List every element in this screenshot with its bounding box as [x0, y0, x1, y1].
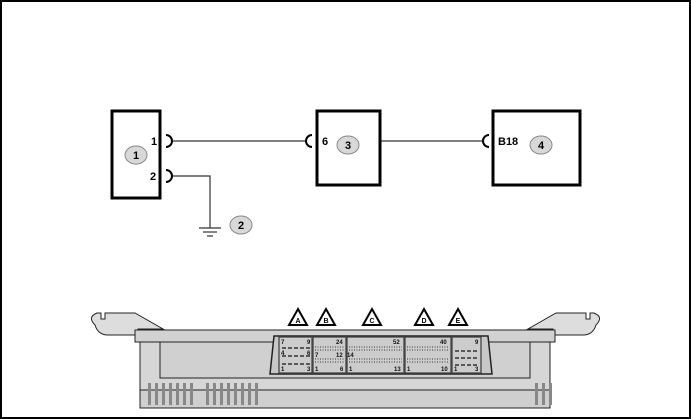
ground-icon	[199, 227, 221, 237]
pin-number: 3	[307, 367, 311, 373]
pin-number: 7	[315, 353, 319, 359]
pin-terminals	[165, 134, 490, 183]
component-3-label: 3	[345, 140, 351, 152]
pin-dots	[315, 346, 449, 363]
connector-e	[451, 336, 482, 374]
pin-number: 9	[475, 340, 479, 346]
pin-number: 7	[281, 340, 285, 346]
connector-e-label: E	[456, 318, 461, 325]
component-4-label: 4	[538, 140, 545, 152]
connector-a-label: A	[295, 318, 300, 325]
ecu-fins	[148, 383, 552, 405]
connector-d-label: D	[421, 318, 426, 325]
wire-ground	[172, 175, 211, 228]
pin-number: 1	[407, 367, 411, 373]
pin-rows	[282, 347, 479, 366]
pin-number: 24	[336, 340, 343, 346]
pin-number: 14	[347, 353, 354, 359]
pin-number: 1	[454, 367, 458, 373]
pin-number: 6	[340, 367, 344, 373]
pin-number: 1	[349, 367, 353, 373]
pin-number: 52	[393, 340, 400, 346]
callouts	[124, 135, 553, 235]
connector-a	[278, 336, 313, 374]
pin-number: 6	[307, 351, 311, 357]
connector-markers	[287, 306, 469, 326]
pin-number: 1	[281, 367, 285, 373]
pin-number: 40	[440, 340, 447, 346]
connector-b	[312, 336, 347, 374]
pin-number: 4	[281, 351, 285, 357]
pin-number: 13	[394, 367, 401, 373]
pin-6-label: 6	[322, 136, 328, 148]
pin-number: 9	[307, 340, 311, 346]
connector-c	[346, 336, 405, 374]
connector-d	[404, 336, 452, 374]
pin-2-label: 2	[150, 171, 156, 183]
pin-b18-label: B18	[498, 136, 518, 148]
connector-c-label: C	[369, 318, 374, 325]
connector-b-label: B	[323, 318, 328, 325]
pin-number: 12	[336, 353, 343, 359]
pin-number: 1	[315, 367, 319, 373]
pin-number: 10	[441, 367, 448, 373]
connector-blocks	[278, 336, 482, 374]
pin-number: 3	[475, 367, 479, 373]
ground-label: 2	[238, 220, 244, 232]
component-1-label: 1	[133, 150, 139, 162]
pin-1-label: 1	[151, 136, 157, 148]
